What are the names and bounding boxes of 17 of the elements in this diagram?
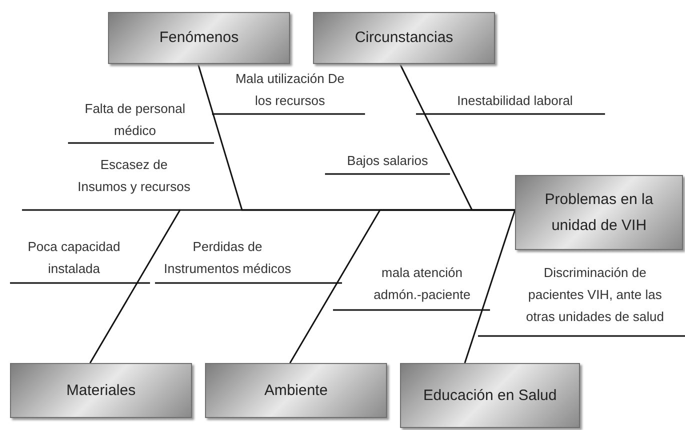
category-box: Fenómenos: [108, 12, 290, 64]
category-box: Ambiente: [205, 363, 387, 418]
cause-label: Escasez de Insumos y recursos: [76, 156, 192, 196]
cause-label: Mala utilización De los recursos: [234, 70, 346, 110]
fishbone-line: [289, 209, 515, 364]
fishbone-line: [464, 210, 516, 364]
cause-label: Bajos salarios: [346, 152, 429, 170]
cause-label: mala atención admón.-paciente: [372, 264, 472, 304]
category-box: Educación en Salud: [400, 363, 580, 428]
category-box: Circunstancias: [313, 12, 495, 64]
category-box: Materiales: [10, 363, 192, 418]
cause-label: Discriminación de pacientes VIH, ante las otras unidades de salud: [524, 264, 666, 326]
effect-box: Problemas en la unidad de VIH: [515, 175, 683, 250]
cause-label: Inestabilidad laboral: [456, 92, 574, 110]
cause-label: Falta de personal médico: [84, 100, 186, 140]
cause-label: Poca capacidad instalada: [26, 238, 122, 278]
cause-label: Perdidas de Instrumentos médicos: [162, 238, 292, 278]
